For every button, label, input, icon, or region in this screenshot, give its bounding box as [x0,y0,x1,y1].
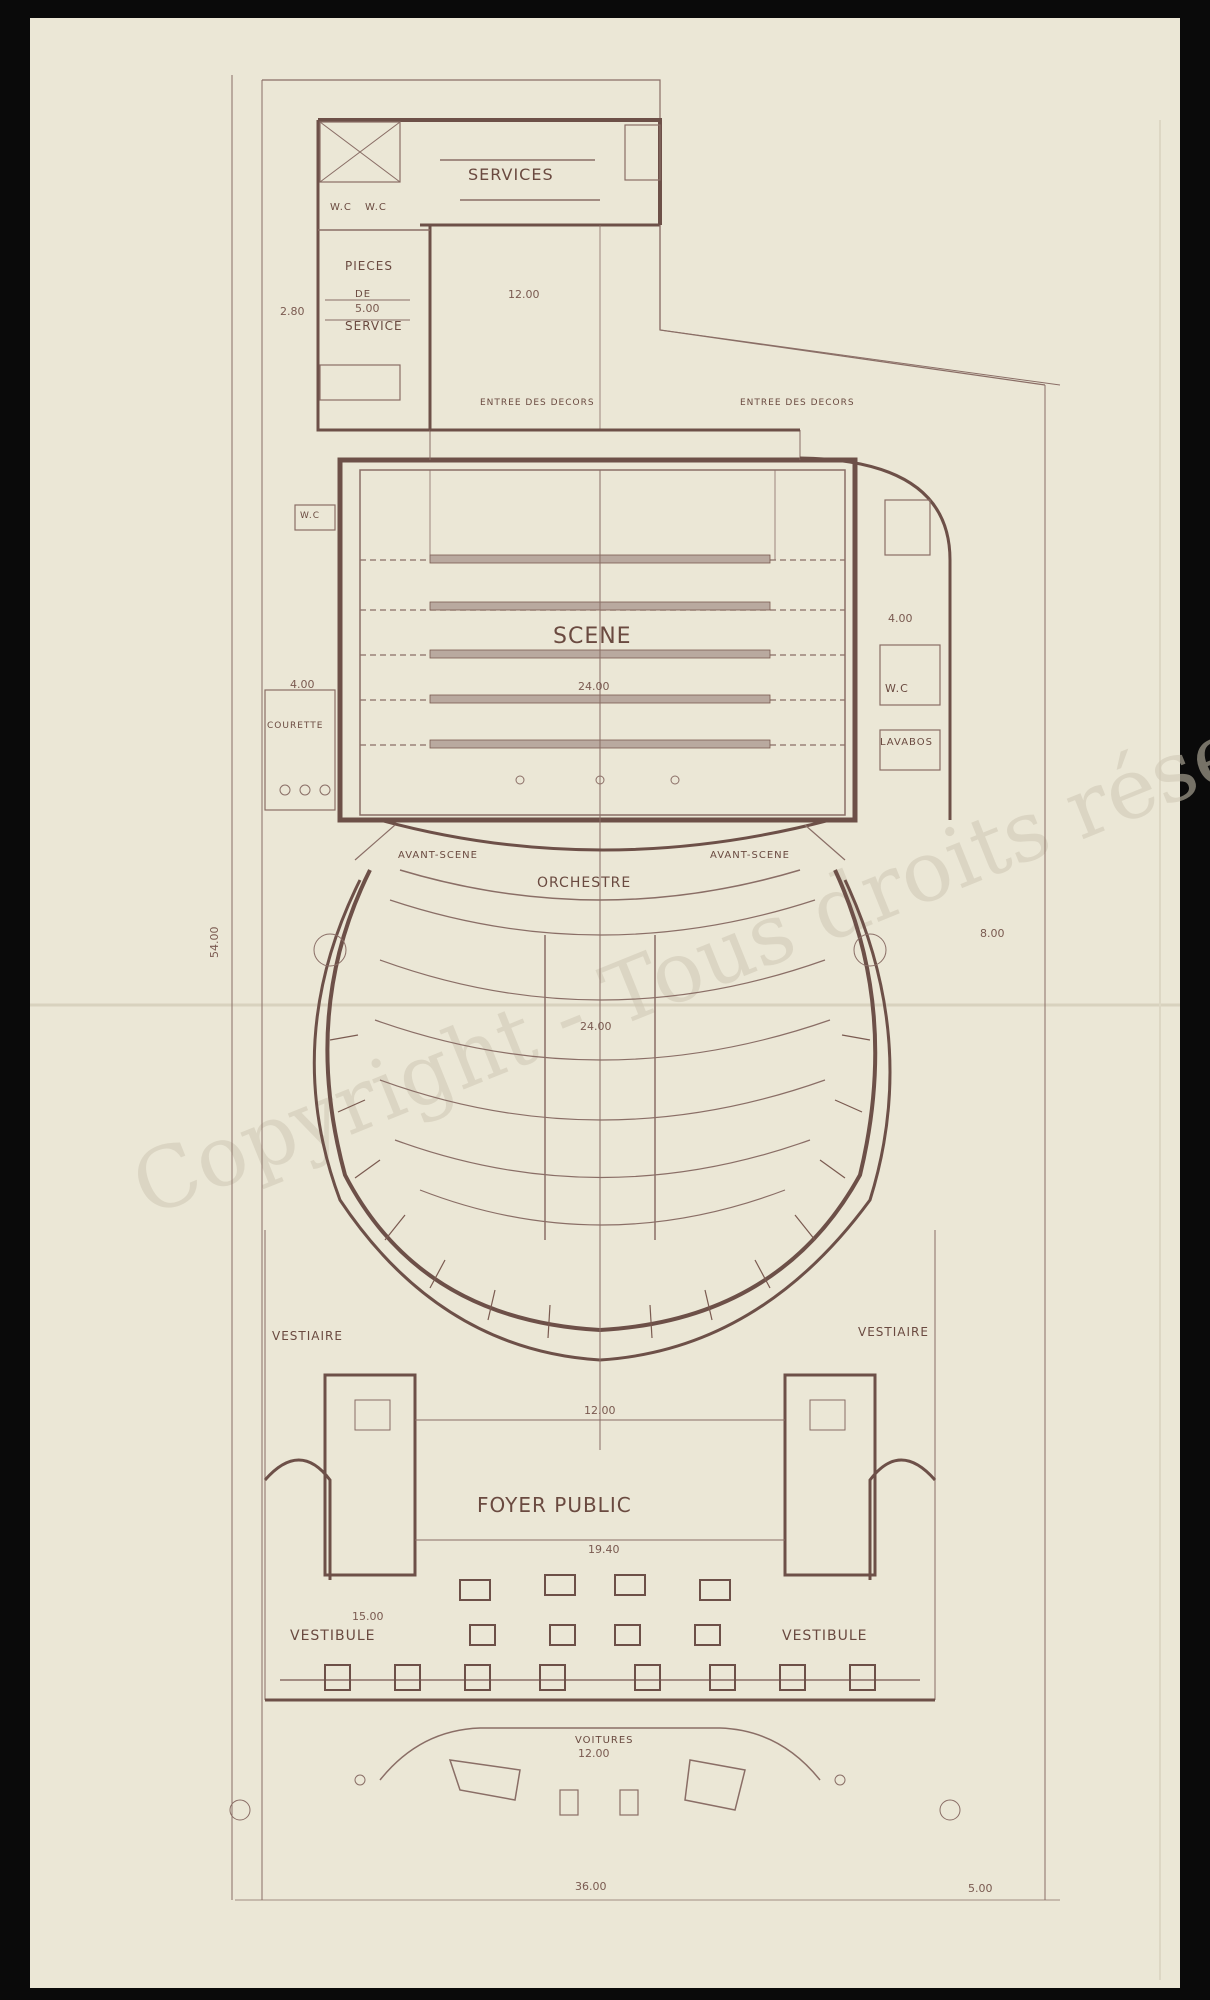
label-avant-scene-left: AVANT-SCENE [398,850,478,861]
dimension-d8: 12.00 [584,1404,616,1417]
dimension-d3: 24.00 [578,680,610,693]
label-wc-scene: W.C [885,682,909,695]
label-wc-small: W.C [300,511,320,521]
label-vestibule-right: VESTIBULE [782,1628,868,1644]
label-services: SERVICES [468,165,554,184]
label-vestibule-left: VESTIBULE [290,1628,376,1644]
label-wc-1: W.C [330,202,352,213]
dimension-d15: 2.80 [280,305,305,318]
dimension-d7: 8.00 [980,927,1005,940]
dimension-d2: 5.00 [355,302,380,315]
label-wc-2: W.C [365,202,387,213]
label-courette: COURETTE [267,721,323,731]
label-scene: SCENE [553,624,632,649]
label-avant-scene-right: AVANT-SCENE [710,850,790,861]
foyer-vestibule [229,1230,961,1821]
label-voitures: VOITURES [575,1735,634,1746]
dimension-d4: 4.00 [888,612,913,625]
label-vestiaire-right: VESTIAIRE [858,1325,929,1339]
dimension-d11: 12.00 [578,1747,610,1760]
label-vestiaire-left: VESTIAIRE [272,1329,343,1343]
label-de: DE [355,289,371,300]
label-entree-decors-left: ENTREE DES DECORS [480,398,595,408]
stage-house [264,428,952,823]
label-entree-decors-right: ENTREE DES DECORS [740,398,855,408]
dimension-d13: 5.00 [968,1882,993,1895]
dimension-labels: 12.00 5.00 24.00 4.00 4.00 24.00 8.00 12… [208,288,1005,1895]
dimension-d9: 19.40 [588,1543,620,1556]
label-foyer-public: FOYER PUBLIC [477,1493,632,1517]
paper-sheet [30,18,1180,1988]
services-block [316,118,662,432]
label-service: SERVICE [345,319,403,333]
dimension-d10: 15.00 [352,1610,384,1623]
label-pieces: PIECES [345,259,393,273]
dimension-d6: 24.00 [580,1020,612,1033]
room-labels: SERVICES W.C W.C PIECES DE SERVICE ENTRE… [267,165,933,1746]
label-orchestre: ORCHESTRE [537,875,631,891]
dimension-d12: 36.00 [575,1880,607,1893]
auditorium [312,818,892,1450]
dimension-d1: 12.00 [508,288,540,301]
dimension-d5: 4.00 [290,678,315,691]
label-lavabos: LAVABOS [880,737,933,748]
dimension-d14: 54.00 [208,927,221,959]
